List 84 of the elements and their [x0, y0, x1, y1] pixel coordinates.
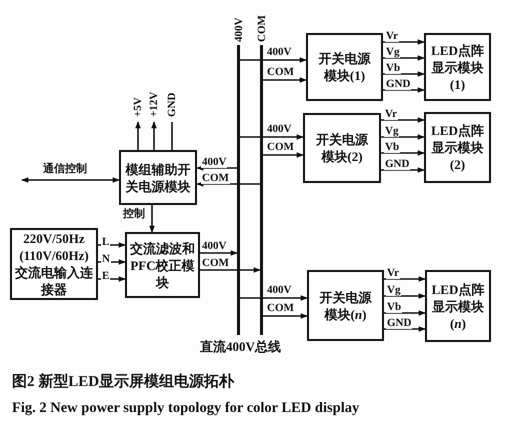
- arrow: [383, 39, 425, 45]
- edge-label: E: [101, 270, 110, 282]
- edge-label: Vb: [384, 141, 400, 153]
- arrow: [200, 250, 238, 256]
- module-box: [307, 270, 384, 341]
- edge-label: Vr: [384, 108, 398, 120]
- module-box: [306, 33, 383, 101]
- arrow: [98, 242, 126, 248]
- bus-label: 400V: [233, 18, 245, 42]
- edge-label: 400V: [266, 284, 292, 296]
- arrow: [383, 87, 425, 93]
- edge-label: +5V: [132, 96, 144, 118]
- edge-label: COM: [266, 302, 295, 314]
- arrow: [263, 152, 304, 158]
- edge-label: +12V: [148, 90, 160, 118]
- arrow: [98, 276, 126, 282]
- edge-label: GND: [386, 317, 412, 329]
- arrow: [240, 57, 307, 63]
- edge-label: COM: [266, 141, 295, 153]
- arrow: [151, 121, 157, 150]
- module-label: LED点阵显示模块(1): [430, 42, 485, 92]
- module-label: 开关电源模块(n): [318, 288, 373, 322]
- arrow: [263, 313, 308, 319]
- double-arrow: [21, 177, 120, 183]
- arrow: [200, 267, 261, 273]
- module-box: [424, 33, 491, 101]
- arrow: [384, 310, 426, 316]
- caption-text: 图2 新型LED显示屏模组电源拓朴: [12, 372, 234, 391]
- module-box: [424, 112, 491, 183]
- arrow: [240, 134, 304, 140]
- module-label: LED点阵显示模块(2): [430, 122, 485, 173]
- edge-label: L: [101, 236, 110, 248]
- module-label: 交流滤波和PFC校正模块: [129, 240, 196, 290]
- edge-label: Vg: [386, 284, 402, 296]
- edge-label: 通信控制: [42, 163, 88, 175]
- edge-label: Vg: [384, 125, 400, 137]
- edge-label: COM: [266, 66, 295, 78]
- bus-line: [260, 45, 263, 335]
- module-label: 开关电源模块(1): [318, 50, 372, 84]
- edge-label: GND: [384, 158, 410, 170]
- arrow: [381, 134, 425, 140]
- edge-label: COM: [201, 257, 230, 269]
- arrow: [383, 71, 425, 77]
- arrow: [135, 121, 141, 150]
- arrow: [196, 165, 237, 171]
- bus-line: [237, 45, 240, 335]
- arrow: [381, 167, 425, 173]
- module-box: [303, 113, 381, 183]
- edge-label: Vb: [385, 62, 402, 74]
- edge-label: 400V: [266, 123, 292, 135]
- arrow: [381, 150, 425, 156]
- arrow: [384, 293, 426, 299]
- edge-label: Vb: [386, 301, 402, 313]
- module-label: 模组辅助开关电源模块: [124, 160, 192, 194]
- edge-label: 400V: [201, 240, 228, 252]
- module-box: [119, 150, 197, 205]
- module-label: 开关电源模块(2): [315, 131, 370, 165]
- arrow: [381, 117, 425, 123]
- edge-label: COM: [201, 172, 230, 184]
- caption-text: Fig. 2 New power supply topology for color LED display: [12, 400, 360, 417]
- edge-label: GND: [166, 92, 178, 118]
- arrow: [384, 326, 426, 332]
- module-label: 220V/50Hz (110V/60Hz) 交流电输入连接器: [14, 230, 94, 298]
- module-box: [425, 270, 491, 342]
- module-label: LED点阵显示模块(n): [430, 280, 486, 332]
- arrow: [383, 55, 425, 61]
- arrow: [263, 77, 307, 83]
- arrow: [196, 181, 260, 187]
- bus-label: 直流400V总线: [200, 338, 281, 356]
- edge-label: N: [101, 253, 111, 265]
- arrow: [240, 295, 308, 301]
- arrow: [384, 276, 426, 282]
- connector-line: [171, 122, 173, 150]
- edge-label: 控制: [122, 208, 146, 220]
- edge-label: Vr: [386, 267, 400, 279]
- arrow: [98, 259, 126, 265]
- edge-label: 400V: [201, 156, 228, 168]
- edge-label: GND: [385, 78, 412, 90]
- edge-label: Vg: [385, 46, 400, 58]
- edge-label: 400V: [266, 46, 292, 58]
- arrow: [149, 205, 155, 233]
- bus-label: COM: [256, 15, 268, 42]
- module-box: [125, 232, 200, 298]
- edge-label: Vr: [385, 30, 400, 42]
